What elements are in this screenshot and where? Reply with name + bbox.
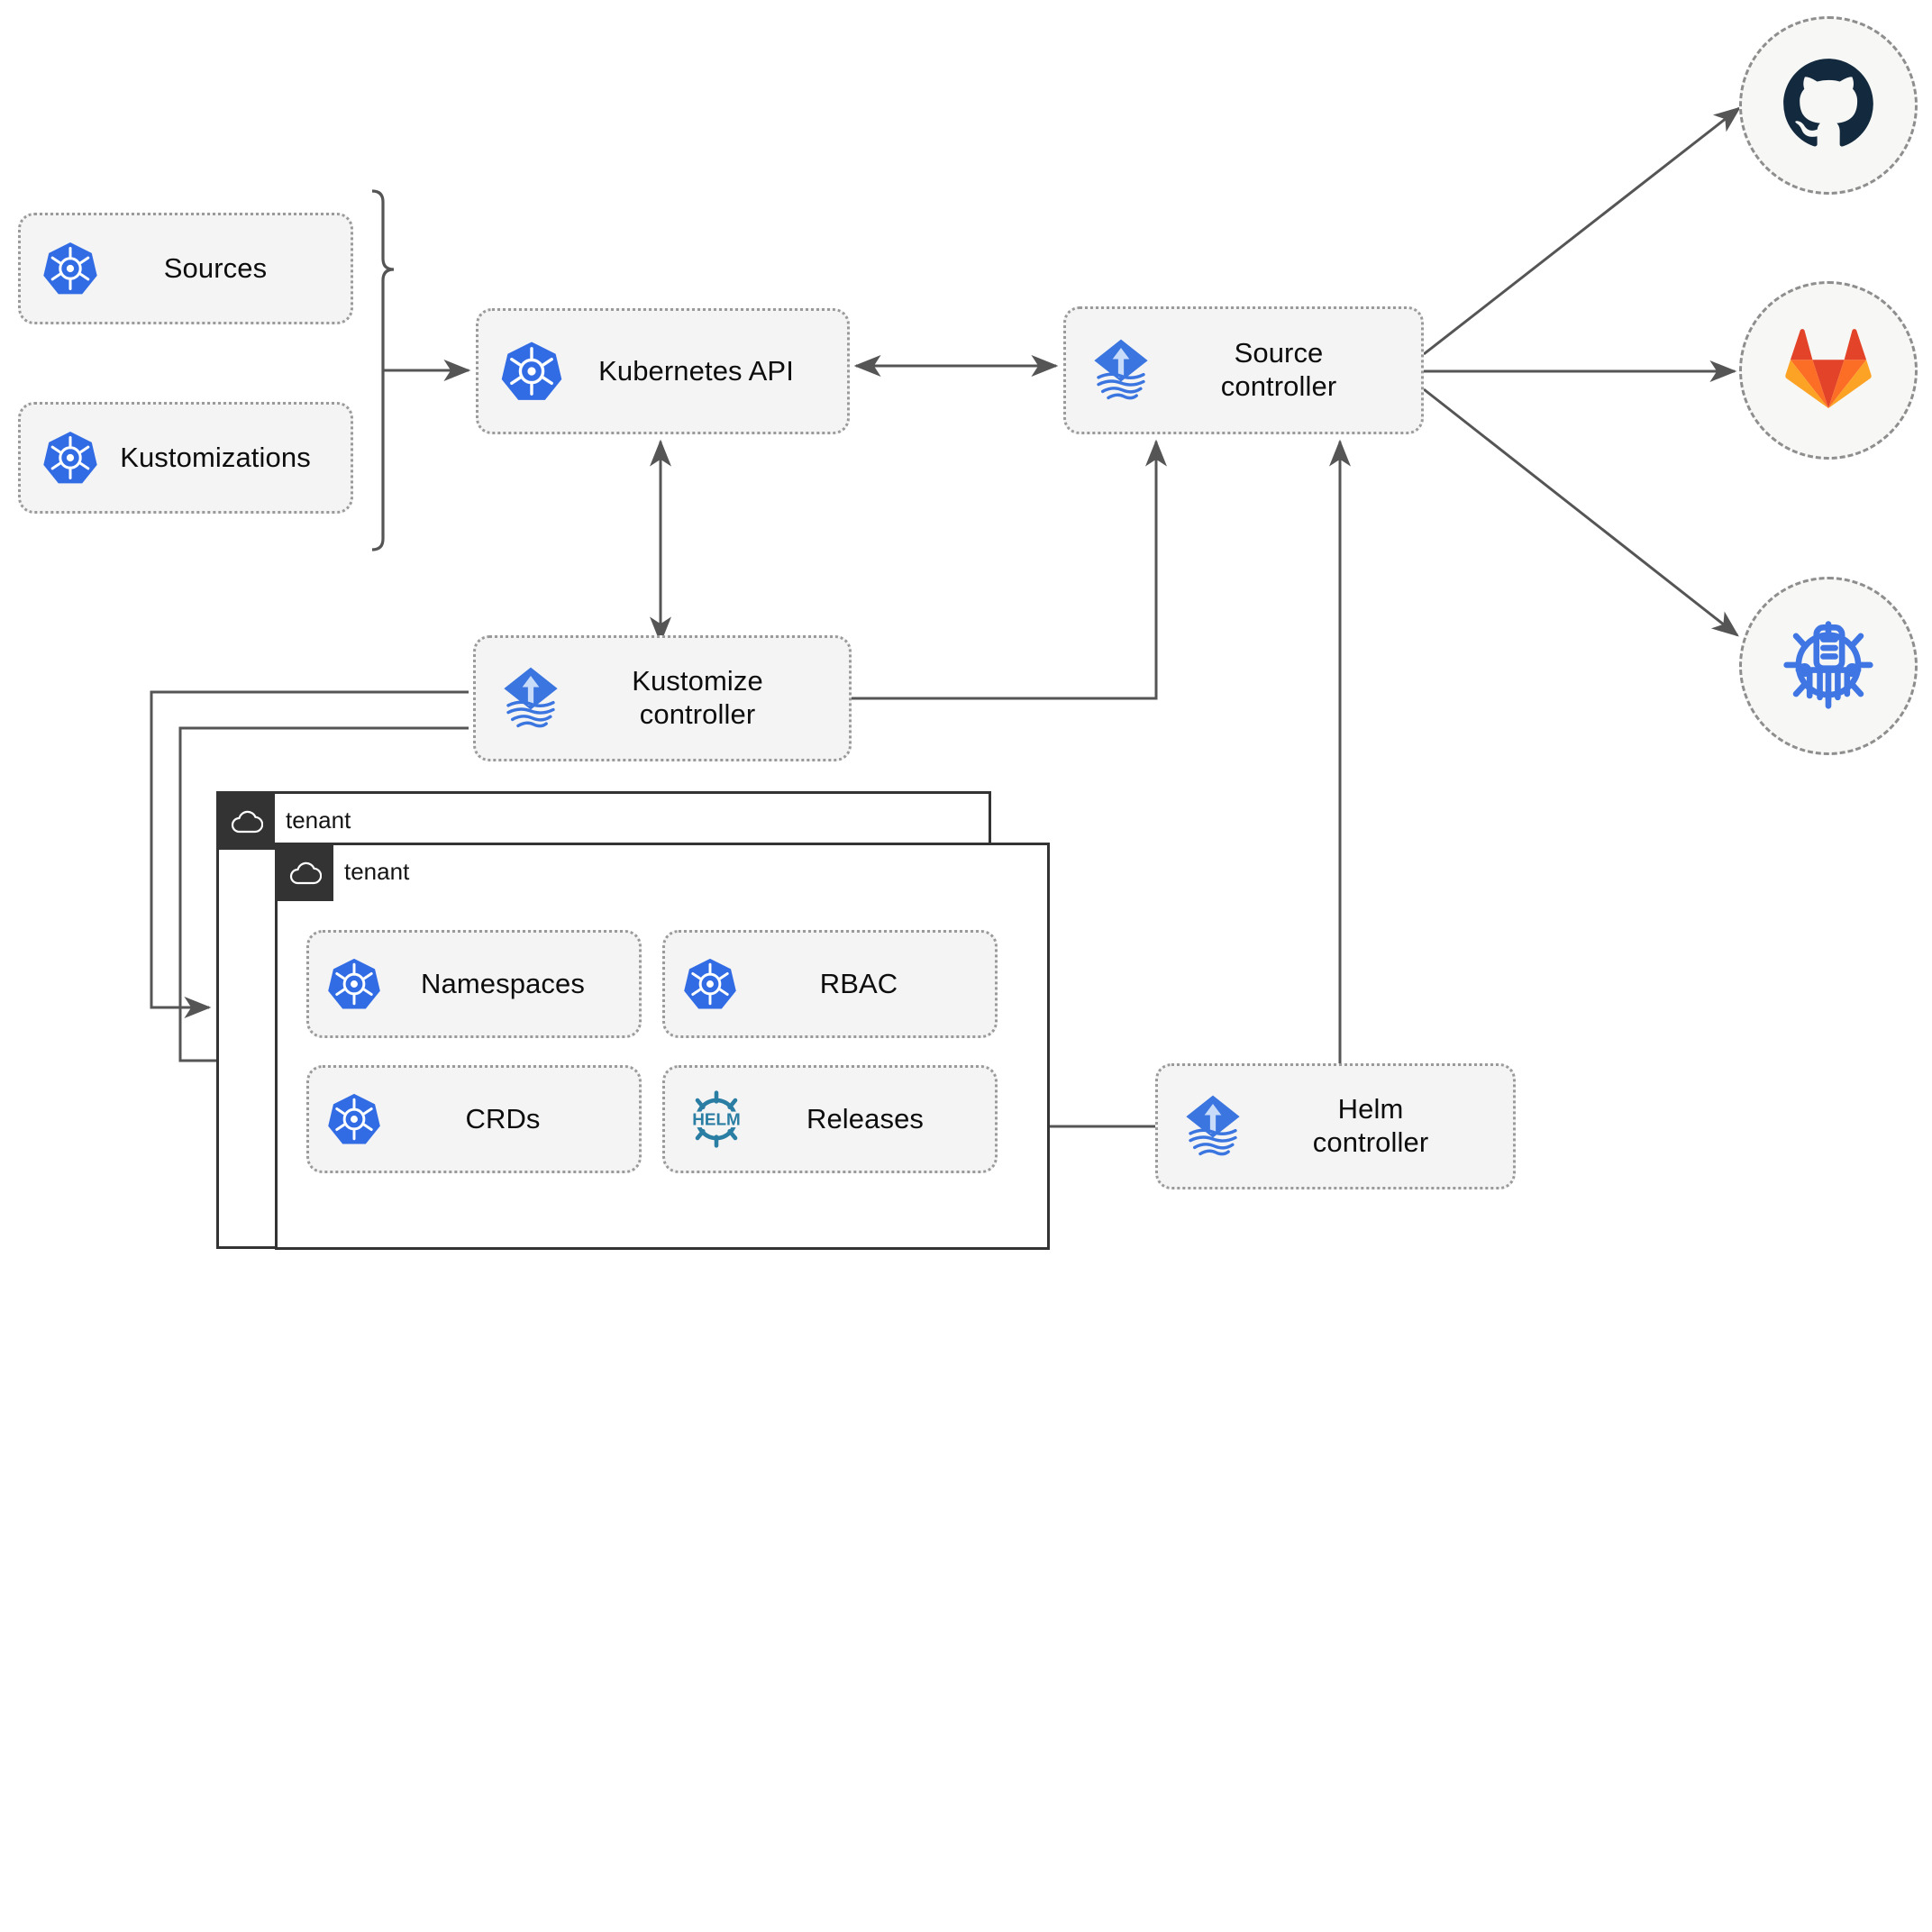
node-label: Releases <box>806 1102 925 1135</box>
wire-source-to-github <box>1423 106 1741 356</box>
node-label: Kustomize controller <box>632 665 763 730</box>
node-helm-controller[interactable]: Helm controller <box>1155 1063 1516 1189</box>
tenant-label: tenant <box>344 858 410 885</box>
github-icon <box>1782 57 1875 155</box>
kubernetes-icon <box>325 1090 383 1148</box>
node-rbac[interactable]: RBAC <box>662 930 998 1038</box>
tenant-container-inner[interactable]: tenant <box>275 843 1050 1250</box>
flux-icon <box>496 663 566 734</box>
repo-github[interactable] <box>1739 16 1918 195</box>
node-kustomizations[interactable]: Kustomizations <box>18 402 353 514</box>
kubernetes-icon <box>498 338 565 405</box>
kubernetes-icon <box>325 955 383 1013</box>
node-source-controller[interactable]: Source controller <box>1063 306 1424 434</box>
node-namespaces[interactable]: Namespaces <box>306 930 642 1038</box>
tenant-label: tenant <box>286 807 351 834</box>
node-crds[interactable]: CRDs <box>306 1065 642 1173</box>
flux-icon <box>1086 335 1156 406</box>
repo-gitlab[interactable] <box>1739 281 1918 460</box>
wire-source-to-helmrepo <box>1423 387 1739 637</box>
kubernetes-icon <box>41 428 100 488</box>
helm-chart-repository-icon <box>1782 617 1875 715</box>
wire-kustomize-to-source <box>851 439 1167 700</box>
flux-icon <box>1178 1091 1248 1162</box>
node-releases[interactable]: HELM Releases <box>662 1065 998 1173</box>
svg-text:HELM: HELM <box>692 1110 741 1129</box>
node-label: Kustomizations <box>120 441 311 473</box>
node-label: CRDs <box>465 1102 541 1135</box>
node-kustomize-controller[interactable]: Kustomize controller <box>473 635 852 761</box>
node-label: Source controller <box>1220 337 1337 402</box>
node-label: Sources <box>163 251 268 284</box>
node-sources[interactable]: Sources <box>18 213 353 324</box>
node-label: RBAC <box>819 967 898 999</box>
cloud-icon <box>219 794 275 850</box>
node-kubernetes-api[interactable]: Kubernetes API <box>476 308 850 434</box>
gitlab-icon <box>1784 327 1873 415</box>
repo-helm-charts[interactable] <box>1739 577 1918 755</box>
kubernetes-icon <box>41 239 100 298</box>
node-label: Kubernetes API <box>598 354 794 387</box>
kubernetes-icon <box>681 955 739 1013</box>
node-label: Helm controller <box>1312 1093 1429 1158</box>
cloud-icon <box>278 845 333 901</box>
node-label: Namespaces <box>421 967 585 999</box>
brace <box>371 189 395 551</box>
helm-icon: HELM <box>681 1088 752 1151</box>
